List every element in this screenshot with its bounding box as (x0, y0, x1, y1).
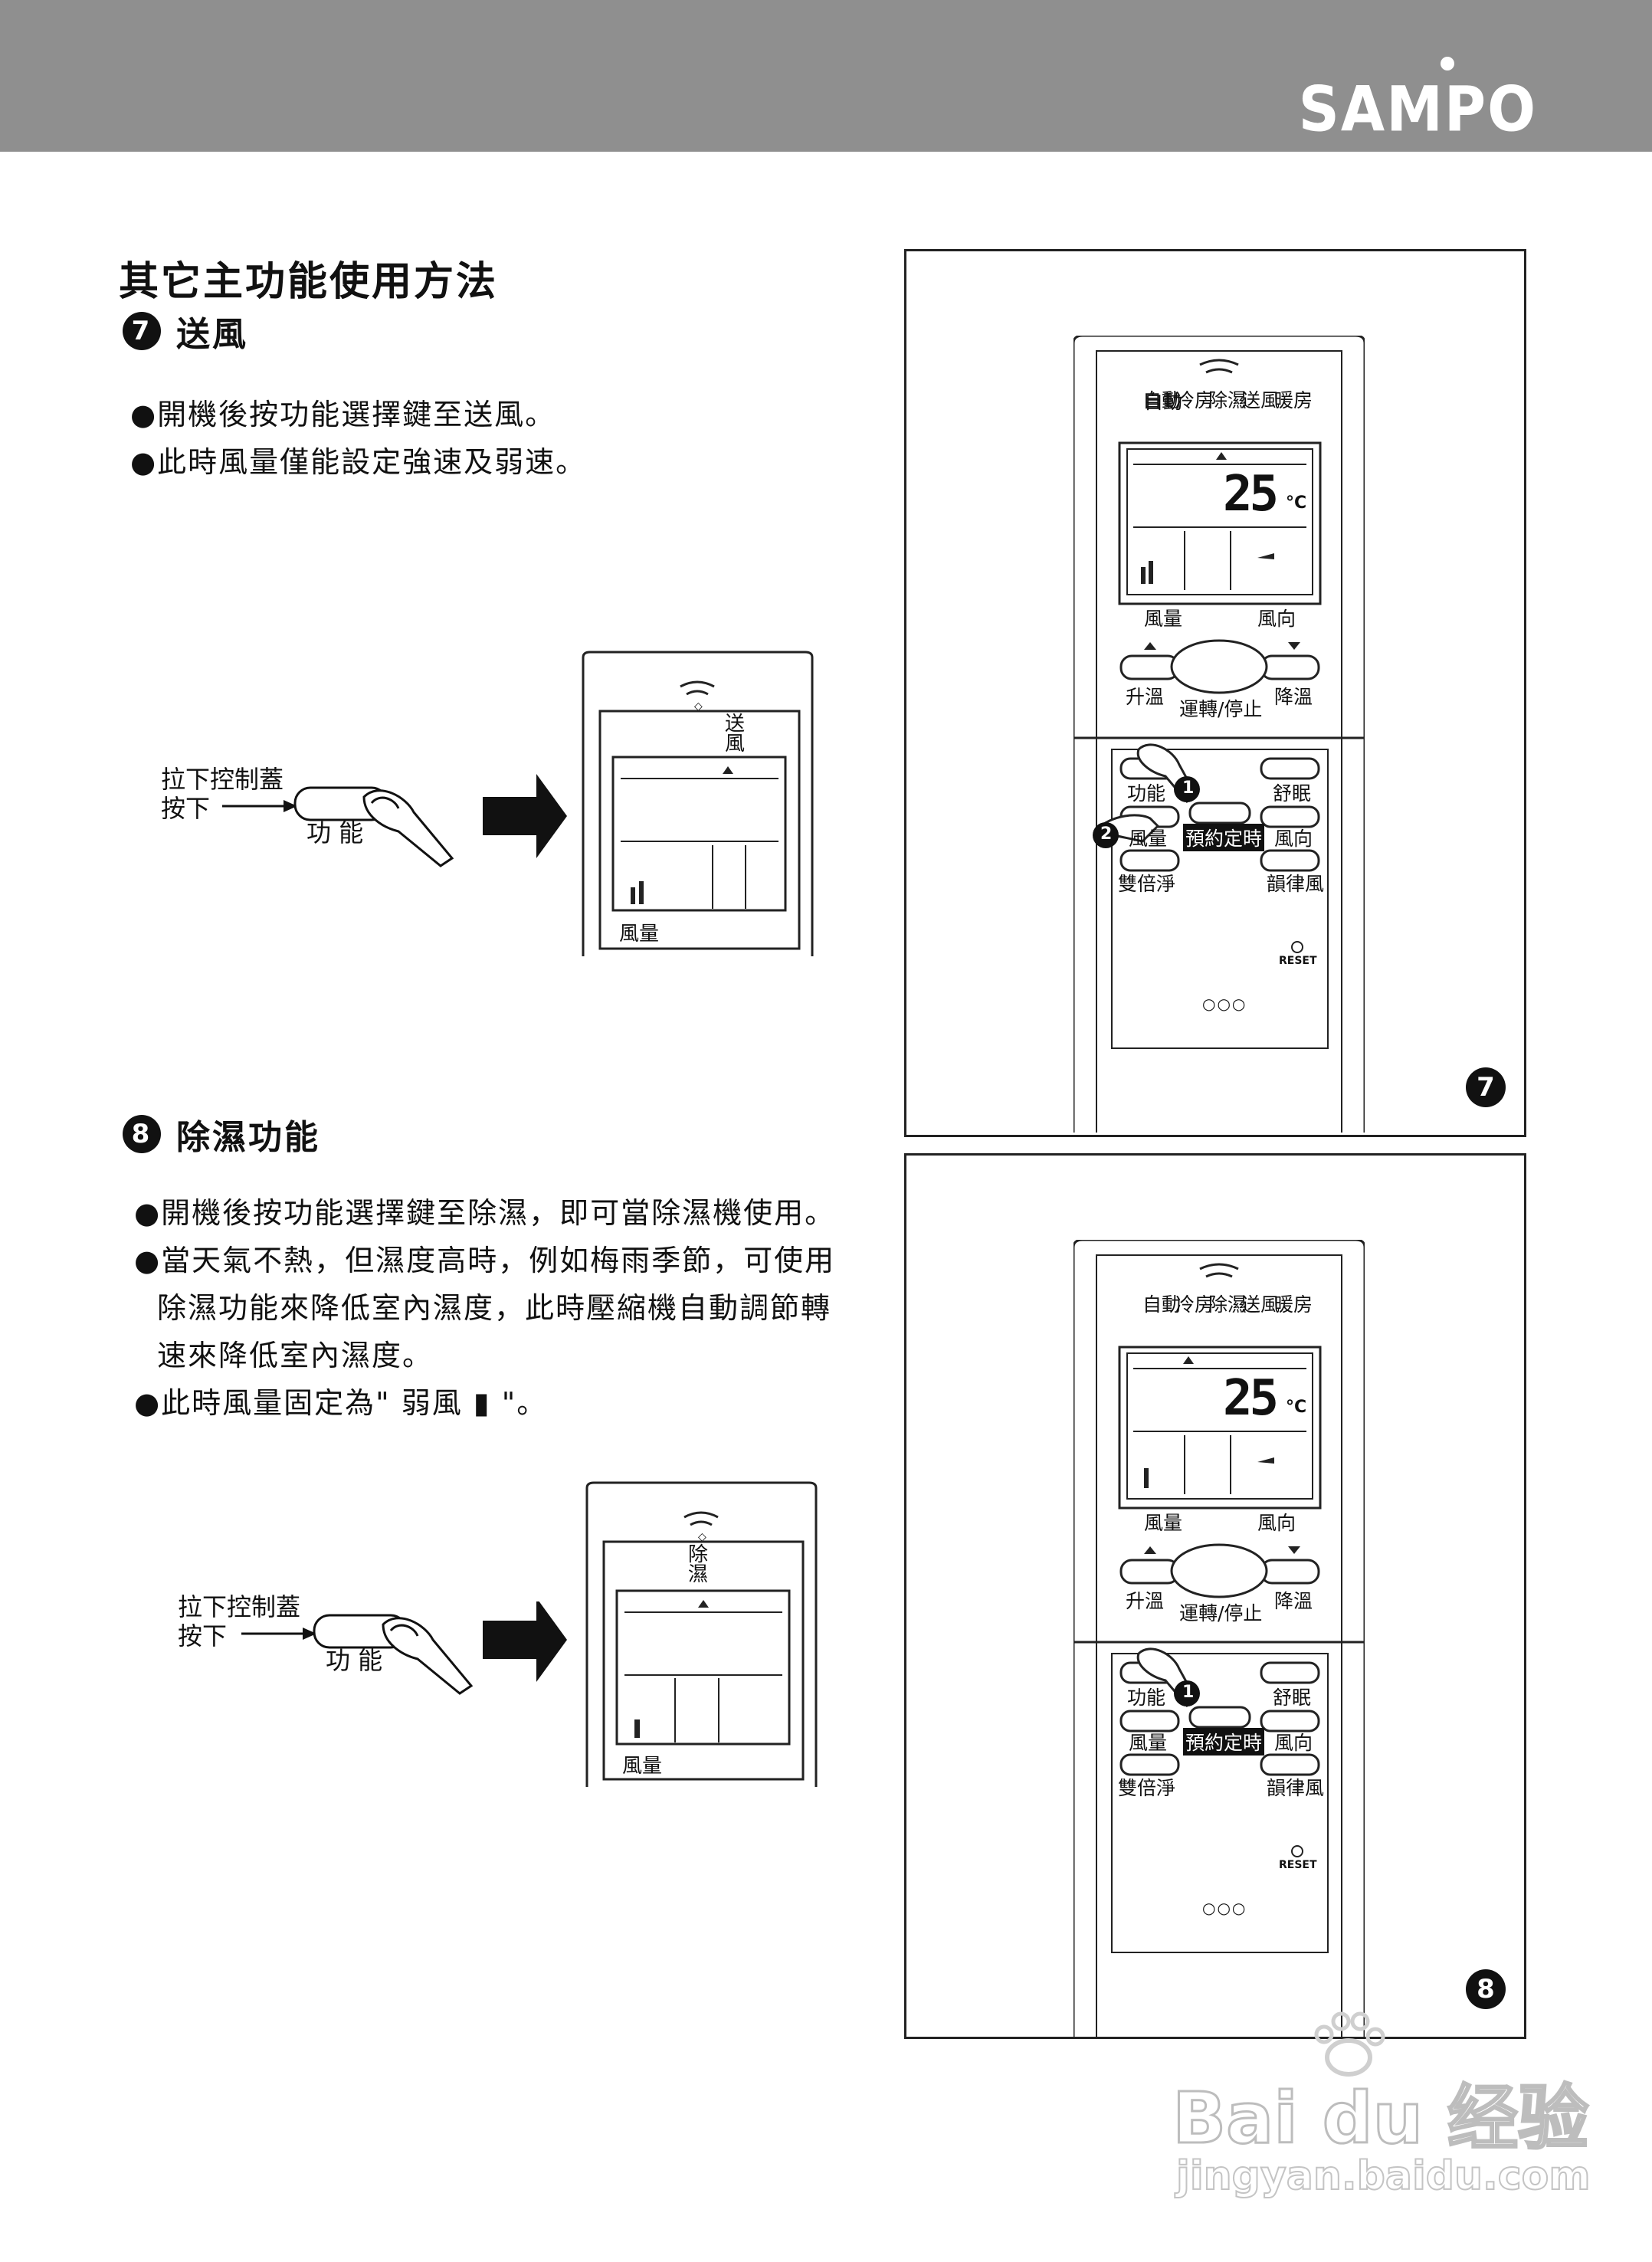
power-button-label: 運轉/停止 (1179, 1602, 1263, 1624)
press-function-illustration (222, 774, 567, 867)
double-clean-button-label: 雙倍淨 (1118, 873, 1176, 895)
section-7-bullets: ●開機後按功能選擇鍵至送風。 ●此時風量僅能設定強速及弱速。 (130, 391, 586, 486)
finger-icon (382, 1617, 474, 1695)
caption-line: 拉下控制蓋 (161, 765, 284, 794)
lcd-fan-label: 風量 (619, 923, 660, 946)
section-8-number-badge: 8 (123, 1115, 161, 1153)
svg-text:◇: ◇ (694, 700, 703, 713)
remote-control: 自動 冷房 除濕 送風 暖房 25 °C 風量 風向 升溫 降溫 運轉/停止 功… (1073, 1240, 1365, 2037)
lcd-fan-label: 風量 (622, 1755, 663, 1778)
bullet-item: ●此時風量固定為" 弱風 ▮ "。 (134, 1386, 548, 1420)
bullet-item: 速來降低室內濕度。 (157, 1339, 434, 1372)
swing-button-label: 風向 (1274, 828, 1313, 850)
reset-label: RESET (1279, 1859, 1317, 1871)
mode-list: 自動 (1144, 392, 1195, 411)
caption-line: 拉下控制蓋 (178, 1592, 301, 1621)
bullet-item: ●此時風量僅能設定強速及弱速。 (130, 445, 587, 479)
direction-label: 風向 (1257, 608, 1296, 630)
lcd-mode-label: 送風 (725, 713, 746, 756)
paw-watermark-icon (1314, 2011, 1385, 2077)
remote-panel-7: 自動 自動 冷房 除濕 送風 暖房 25 °C 風量 風向 升溫 降溫 運轉/停… (904, 249, 1526, 1137)
fan-label: 風量 (1144, 1512, 1183, 1534)
mode-dehumidify: 除濕 (1208, 389, 1247, 411)
swing-button-label: 風向 (1274, 1732, 1313, 1754)
mode-labels: 自動 冷房 除濕 送風 暖房 (1142, 389, 1313, 411)
section-8-heading: 8 除濕功能 (123, 1110, 320, 1159)
logo-dot (1441, 57, 1454, 70)
mode-labels: 自動 冷房 除濕 送風 暖房 (1142, 1293, 1313, 1316)
lcd-mode-label: 除濕 (688, 1543, 709, 1586)
bullet-item: ●當天氣不熱，但濕度高時，例如梅雨季節，可使用 (134, 1244, 836, 1277)
step-1-badge: 1 (1182, 1683, 1195, 1702)
humid-up-label: 升溫 (1126, 1590, 1165, 1612)
sleep-button-label: 舒眠 (1273, 782, 1312, 805)
mode-cool: 冷房 (1175, 1293, 1214, 1316)
fan-label: 風量 (1144, 608, 1183, 630)
mode-cool: 冷房 (1175, 389, 1214, 411)
temperature-unit: °C (1286, 493, 1307, 513)
mode-fan: 送風 (1241, 1293, 1280, 1316)
mode-auto: 自動 (1142, 389, 1182, 411)
sleep-button-label: 舒眠 (1273, 1687, 1312, 1709)
bullet-item: 除濕功能來降低室內濕度，此時壓縮機自動調節轉 (157, 1291, 832, 1325)
brand-logo: SAMPO (1298, 73, 1537, 146)
section-7-heading: 7 送風 (123, 307, 248, 356)
temperature-display: 25 (1223, 1370, 1279, 1427)
section-8-bullets: ●開機後按功能選擇鍵至除濕，即可當除濕機使用。 ●當天氣不熱，但濕度高時，例如梅… (134, 1189, 835, 1427)
power-button-label: 運轉/停止 (1179, 698, 1263, 720)
mode-heat: 暖房 (1274, 389, 1313, 411)
press-function-illustration (241, 1601, 567, 1695)
section-7-title: 送風 (176, 315, 248, 354)
rhythm-wind-button-label: 韻律風 (1267, 1777, 1325, 1799)
function-button-label: 功能 (1127, 1687, 1166, 1709)
indicator-dots: ○○○ (1202, 995, 1247, 1013)
direction-label: 風向 (1257, 1512, 1296, 1534)
bullet-item: ●開機後按功能選擇鍵至送風。 (130, 398, 556, 431)
page-header-bar (0, 0, 1652, 152)
temperature-display: 25 (1223, 466, 1279, 523)
step-2-badge: 2 (1100, 824, 1113, 844)
mode-dehumidify: 除濕 (1208, 1293, 1247, 1316)
bullet-item: ●開機後按功能選擇鍵至除濕，即可當除濕機使用。 (134, 1196, 836, 1230)
arrow-right-icon (536, 774, 567, 858)
watermark-brand: Bai du 经验 (1171, 2077, 1589, 2161)
page-title: 其它主功能使用方法 (119, 259, 499, 305)
humid-down-label: 降溫 (1274, 686, 1313, 708)
mode-auto: 自動 (1142, 1293, 1182, 1316)
caption-line: 按下 (161, 794, 211, 823)
instruction-caption: 拉下控制蓋 按下 (161, 765, 284, 823)
temperature-unit: °C (1286, 1398, 1307, 1417)
fan-speed-button-label: 風量 (1129, 828, 1168, 850)
fan-speed-button-label: 風量 (1129, 1732, 1168, 1754)
mode-heat: 暖房 (1274, 1293, 1313, 1316)
function-button-label: 功 能 (326, 1646, 383, 1675)
svg-text:◇: ◇ (698, 1531, 706, 1543)
function-button-label: 功能 (1127, 782, 1166, 805)
remote-control: 自動 自動 冷房 除濕 送風 暖房 25 °C 風量 風向 升溫 降溫 運轉/停… (1073, 336, 1365, 1133)
function-button-label: 功 能 (306, 818, 364, 847)
panel-7-badge: 7 (1466, 1067, 1506, 1107)
remote-panel-8: 自動 冷房 除濕 送風 暖房 25 °C 風量 風向 升溫 降溫 運轉/停止 功… (904, 1153, 1526, 2039)
humid-up-label: 升溫 (1126, 686, 1165, 708)
lcd-detail-dehumidify: ◇ (585, 1481, 818, 1787)
panel-8-badge: 8 (1466, 1969, 1506, 2009)
rhythm-wind-button-label: 韻律風 (1267, 873, 1325, 895)
lcd-detail-send-wind: ◇ (582, 651, 814, 956)
timer-button-label: 預約定時 (1183, 824, 1265, 851)
section-7-number-badge: 7 (123, 312, 161, 350)
step-1-badge: 1 (1182, 779, 1195, 798)
indicator-dots: ○○○ (1202, 1899, 1247, 1917)
instruction-caption: 拉下控制蓋 按下 (178, 1592, 300, 1651)
arrow-right-icon (536, 1601, 567, 1682)
caption-line: 按下 (178, 1621, 228, 1651)
reset-label: RESET (1279, 955, 1317, 967)
double-clean-button-label: 雙倍淨 (1118, 1777, 1176, 1799)
mode-fan: 送風 (1241, 389, 1280, 411)
timer-button-label: 預約定時 (1183, 1728, 1265, 1756)
finger-icon (362, 789, 454, 867)
section-8-title: 除濕功能 (176, 1118, 320, 1157)
watermark-url: jingyan.baidu.com (1175, 2152, 1591, 2200)
humid-down-label: 降溫 (1274, 1590, 1313, 1612)
